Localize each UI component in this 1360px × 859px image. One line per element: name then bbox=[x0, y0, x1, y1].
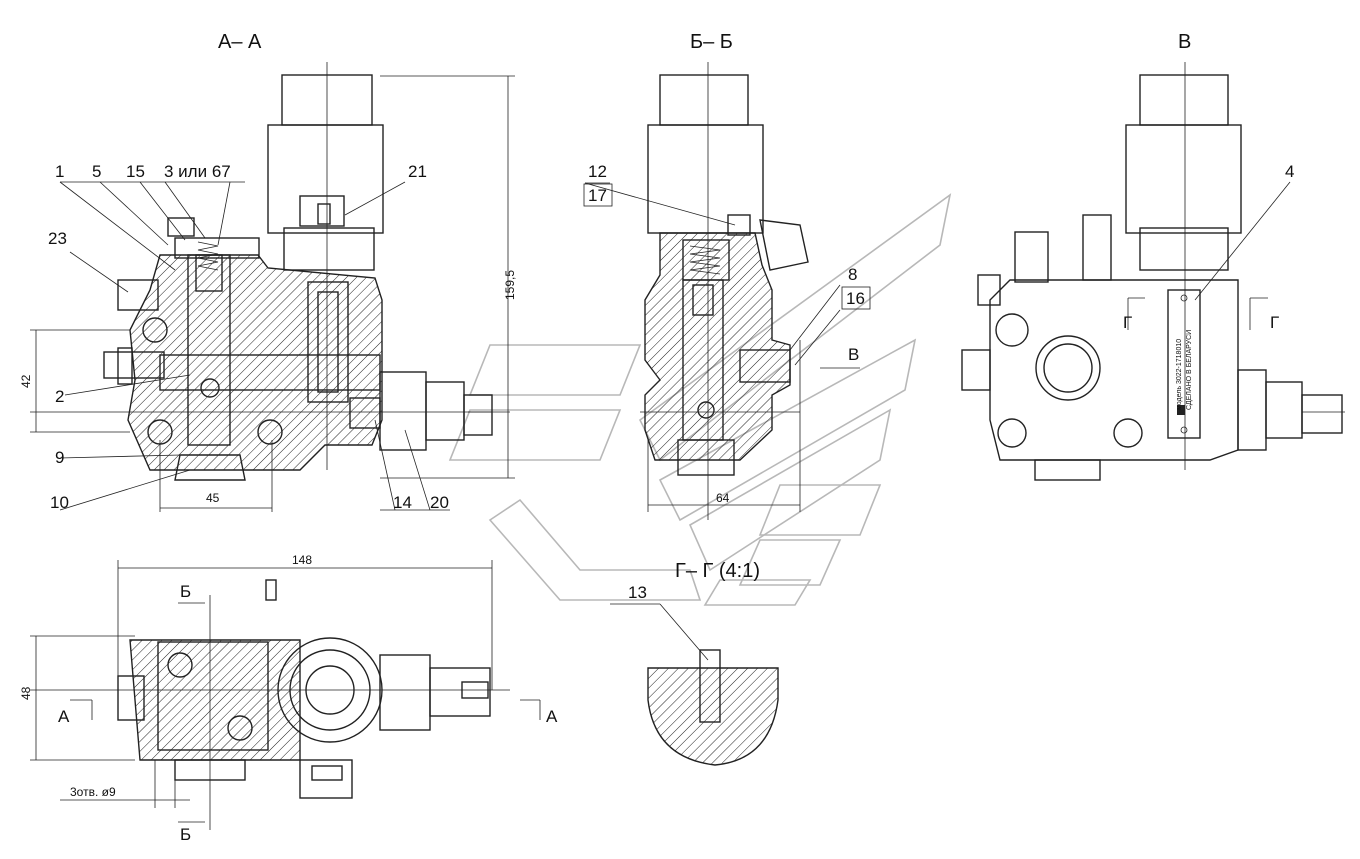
section-mark-b-top: Б bbox=[180, 582, 191, 601]
dim-48: 48 bbox=[19, 686, 33, 700]
callout-8: 8 bbox=[848, 265, 857, 284]
section-mark-g-left: Г bbox=[1123, 313, 1132, 332]
section-aa-view bbox=[30, 62, 515, 512]
section-mark-a-right: А bbox=[546, 707, 558, 726]
callout-20: 20 bbox=[430, 493, 449, 512]
callout-17: 17 bbox=[588, 186, 607, 205]
dim-159-5: 159,5 bbox=[503, 270, 517, 300]
section-mark-g-right: Г bbox=[1270, 313, 1279, 332]
callout-23: 23 bbox=[48, 229, 67, 248]
callout-15: 15 bbox=[126, 162, 145, 181]
dim-45: 45 bbox=[206, 491, 220, 505]
nameplate-origin: СДЕЛАНО В БЕЛАРУСИ bbox=[1186, 330, 1193, 410]
callout-4: 4 bbox=[1285, 162, 1294, 181]
section-mark-b-bottom: Б bbox=[180, 825, 191, 844]
title-section-bb: Б– Б bbox=[690, 31, 733, 53]
dim-holes: 3отв. ø9 bbox=[70, 785, 116, 799]
plan-view bbox=[30, 560, 541, 830]
callout-2: 2 bbox=[55, 387, 64, 406]
watermark-logo bbox=[448, 193, 952, 606]
callout-12: 12 bbox=[588, 162, 607, 181]
view-v: модель 3022-1718010 СДЕЛАНО В БЕЛАРУСИ bbox=[961, 62, 1345, 481]
view-arrow-v: В bbox=[848, 345, 859, 364]
title-section-gg: Г– Г (4:1) bbox=[675, 560, 760, 582]
title-view-v: В bbox=[1178, 31, 1191, 53]
callout-16: 16 bbox=[846, 289, 865, 308]
callout-14: 14 bbox=[393, 493, 412, 512]
title-section-aa: А– А bbox=[218, 31, 262, 53]
callout-5: 5 bbox=[92, 162, 101, 181]
callout-13: 13 bbox=[628, 583, 647, 602]
nameplate bbox=[1167, 289, 1201, 439]
callout-3-or-67: 3 или 67 bbox=[164, 162, 231, 181]
section-bb-view bbox=[584, 62, 860, 520]
section-mark-a-left: А bbox=[58, 707, 70, 726]
dim-64: 64 bbox=[716, 491, 730, 505]
callout-21: 21 bbox=[408, 162, 427, 181]
callout-9: 9 bbox=[55, 448, 64, 467]
dim-42: 42 bbox=[19, 374, 33, 388]
callout-10: 10 bbox=[50, 493, 69, 512]
section-gg-detail bbox=[610, 603, 779, 766]
callout-1: 1 bbox=[55, 162, 64, 181]
dim-148: 148 bbox=[292, 553, 312, 567]
nameplate-model: модель 3022-1718010 bbox=[1176, 339, 1183, 410]
